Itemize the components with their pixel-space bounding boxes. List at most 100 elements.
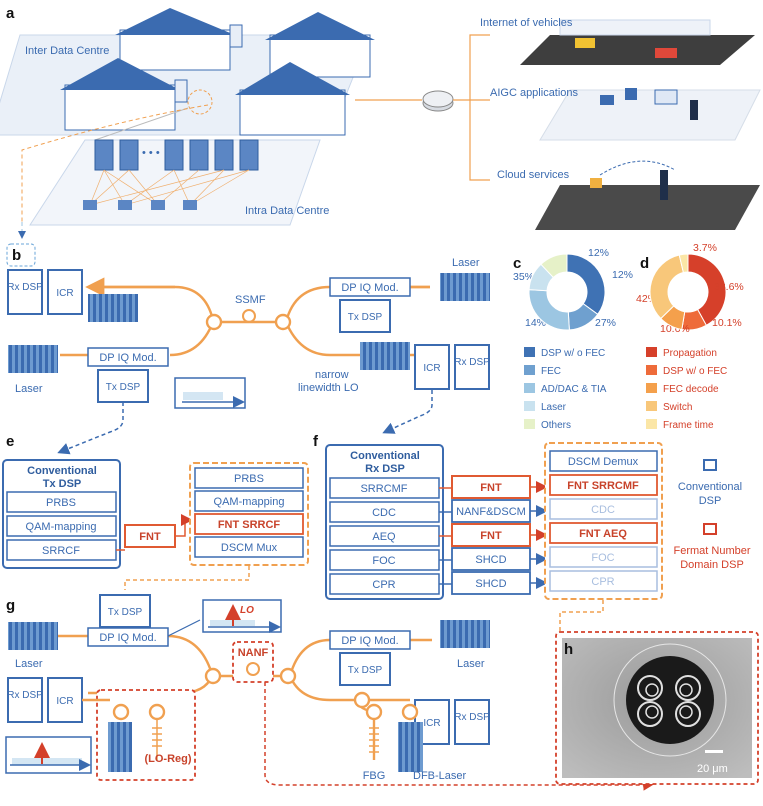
legend-fermat-dsp: Fermat Number Domain DSP <box>673 523 751 571</box>
coupler-right <box>274 313 292 331</box>
conventional-tx-dsp: Conventional Tx DSP PRBS QAM-mapping SRR… <box>2 459 121 569</box>
icr-chip-b-right: ICR <box>414 344 450 390</box>
fnd-tx-block-qam: QAM-mapping <box>214 496 285 508</box>
dfb-laser: DFB-Laser <box>398 703 467 782</box>
switches <box>83 200 197 210</box>
donut-chart-d: 42%10.6%10.1%33.6%3.7% <box>636 242 744 335</box>
panel-h-frame <box>555 631 759 785</box>
tx-dsp-label: Tx DSP <box>106 382 141 393</box>
chart-d-legend-label-4: Frame time <box>663 420 714 431</box>
rx-dsp-label: Rx DSP <box>7 282 43 293</box>
fbg-element: FBG <box>363 703 385 782</box>
fnd-tx-block-srrcf: FNT SRRCF <box>218 519 281 531</box>
app-label-cloud: Cloud services <box>497 169 570 181</box>
tx-dsp-chip-g-right: Tx DSP <box>339 652 391 686</box>
conv-rx-block-cdc: CDC <box>372 507 396 519</box>
lo-spectrum-box: LO <box>202 599 282 633</box>
legend-conv-label-1: Conventional <box>678 481 742 493</box>
fnd-rx-block-aeq: FNT AEQ <box>579 528 627 540</box>
chart-d-legend-label-2: FEC decode <box>663 384 719 395</box>
conv-tx-block-srrcf: SRRCF <box>42 545 80 557</box>
coupler-left <box>205 313 223 331</box>
intra-dc-links <box>89 169 250 206</box>
g-rx-dsp-label-left: Rx DSP <box>7 690 43 701</box>
router-icon <box>422 90 454 112</box>
rx-dsp-chip-b-right: Rx DSP <box>454 344 490 390</box>
lo-label-line1: narrow <box>315 369 349 381</box>
laser-g-left <box>8 622 58 650</box>
dfb-label: DFB-Laser <box>413 770 467 782</box>
rx-dsp-chip-b-left: Rx DSP <box>7 269 43 315</box>
conv-tx-block-prbs: PRBS <box>46 497 76 509</box>
conventional-rx-dsp: Conventional Rx DSP SRRCMF CDC AEQ FOC C… <box>325 444 444 600</box>
chart-c-legend-swatch-3 <box>524 401 535 411</box>
chart-d-legend-label-3: Switch <box>663 402 692 413</box>
fermat-rx-dsp: DSCM Demux FNT SRRCMF CDC FNT AEQ FOC CP… <box>544 442 663 600</box>
lo-callout-line <box>167 619 201 637</box>
chart-c-value-label-0: 35% <box>513 271 534 283</box>
lo-reg-box: (LO-Reg) <box>96 689 196 781</box>
panel-b-label-box: b <box>6 243 36 267</box>
nanf-label: NANF <box>238 647 269 659</box>
fnd-tx-block-prbs: PRBS <box>234 473 264 485</box>
conv-rx-header-1: Conventional <box>350 450 420 462</box>
spectrum-band-b <box>183 392 223 400</box>
conv-rx-block-cpr: CPR <box>372 579 395 591</box>
dp-iq-mod-b-right: DP IQ Mod. <box>329 277 411 297</box>
ssmf-label: SSMF <box>235 294 266 306</box>
app-label-vehicles: Internet of vehicles <box>480 17 573 29</box>
app-label-aigc: AIGC applications <box>490 87 579 99</box>
vehicles-scene <box>520 19 755 65</box>
f-link-shcd-1: SHCD <box>439 547 548 571</box>
building-1 <box>115 8 243 71</box>
conv-tx-header-1: Conventional <box>27 465 97 477</box>
panel-label-a: a <box>6 5 15 22</box>
f-link-label-1: NANF&DSCM <box>456 506 526 518</box>
conv-rx-header-2: Rx DSP <box>365 463 405 475</box>
conv-rx-block-aeq: AEQ <box>372 531 396 543</box>
chart-c-legend-swatch-1 <box>524 365 535 375</box>
lo-reg-spectrum <box>5 736 92 774</box>
lo-label-line2: linewidth LO <box>298 382 359 394</box>
fermat-tx-dsp: PRBS QAM-mapping FNT SRRCF DSCM Mux <box>189 462 309 566</box>
chart-c-legend-label-1: FEC <box>541 366 561 377</box>
chart-c-legend-swatch-0 <box>524 347 535 357</box>
dp-iq-mod-b-left: DP IQ Mod. <box>87 347 169 367</box>
e-fnt-box: FNT <box>124 524 176 548</box>
intra-dc-label: Intra Data Centre <box>245 205 329 217</box>
ssmf-coil <box>242 309 256 323</box>
f-link-nanf: NANF&DSCM <box>439 499 548 523</box>
icr-label-right: ICR <box>423 363 440 374</box>
fnd-tx-block-mux: DSCM Mux <box>221 542 278 554</box>
dp-iq-mod-g-right: DP IQ Mod. <box>329 630 411 650</box>
aigc-scene <box>539 88 761 141</box>
b-to-f-arrow <box>382 390 433 434</box>
tx-dsp-chip-g-left: Tx DSP <box>99 594 151 628</box>
g-dp-iq-mod-label: DP IQ Mod. <box>99 632 156 644</box>
tx-dsp-label-right: Tx DSP <box>348 312 383 323</box>
conv-rx-block-foc: FOC <box>372 555 395 567</box>
dp-iq-mod-g-left: DP IQ Mod. <box>87 627 169 647</box>
chart-d-value-label-2: 10.1% <box>712 317 742 329</box>
panel-label-g: g <box>6 597 15 614</box>
f-to-g-link <box>559 600 604 632</box>
legend-fnd-label-1: Fermat Number <box>673 545 750 557</box>
chart-c-legend-label-3: Laser <box>541 402 567 413</box>
inter-dc-label: Inter Data Centre <box>25 45 109 57</box>
fnd-rx-block-cdc: CDC <box>591 504 615 516</box>
chart-d-value-label-4: 3.7% <box>693 242 717 254</box>
f-link-shcd-2: SHCD <box>439 571 548 595</box>
legend-conv-label-2: DSP <box>699 495 722 507</box>
fnd-rx-block-foc: FOC <box>591 552 614 564</box>
chart-c-value-label-3: 12% <box>612 269 633 281</box>
g-rx-dsp-label-right: Rx DSP <box>454 712 490 723</box>
lo-laser-b-left <box>88 294 138 322</box>
icr-label: ICR <box>56 288 73 299</box>
building-4 <box>235 62 350 136</box>
chart-c-slice-4 <box>540 253 568 279</box>
f-link-label-3: SHCD <box>475 554 506 566</box>
rx-dsp-label-right: Rx DSP <box>454 357 490 368</box>
legend-conventional-dsp: Conventional DSP <box>678 459 742 507</box>
